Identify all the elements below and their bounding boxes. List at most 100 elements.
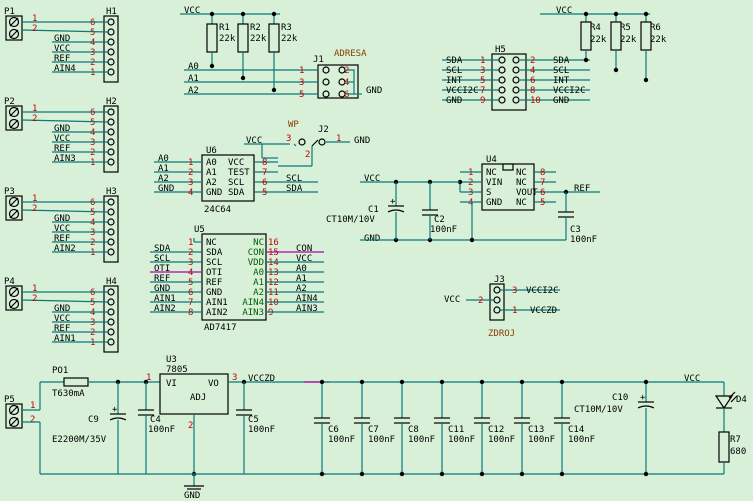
u5-right-name: VDD [248, 258, 264, 268]
plug-body [5, 285, 23, 311]
header-pin [107, 138, 115, 146]
header-pin-number: 4 [90, 218, 95, 228]
u5-left-pin: 2 [188, 248, 193, 258]
h5-pin [512, 76, 520, 84]
junction-dot [613, 11, 619, 17]
j1-pin-right: 2 [344, 66, 349, 76]
resistor-ref: R5 [620, 23, 631, 33]
u3-vo: VO [208, 379, 219, 389]
h5-right-net: INT [553, 76, 570, 86]
header-pin [107, 318, 115, 326]
header-net-label: REF [54, 324, 70, 334]
header-pin [107, 118, 115, 126]
header-pin [107, 158, 115, 166]
header-pin-number: 4 [90, 308, 95, 318]
h5-right-pin: 4 [530, 66, 535, 76]
header-pin [107, 198, 115, 206]
j2-vcc: VCC [246, 136, 262, 146]
u6-left-pin: 1 [188, 158, 193, 168]
u6-right-pin: 7 [262, 168, 267, 178]
j1-pin-left: 3 [299, 78, 304, 88]
bulk-cap-ref: C6 [328, 425, 339, 435]
bulk-cap-val: 100nF [328, 435, 355, 445]
junction-dot [583, 11, 589, 17]
header-net-label: GND [54, 124, 70, 134]
fuse-body [63, 377, 89, 387]
j3-pin [493, 286, 501, 294]
c10-curved-plate [637, 405, 655, 409]
c1-plus: + [390, 197, 396, 207]
plug-screw-slot [9, 287, 19, 297]
header-pin [107, 18, 115, 26]
wire [21, 29, 109, 33]
u6-left-net: A1 [158, 164, 169, 174]
u5-right-pin: 13 [268, 268, 279, 278]
u6-right-name: TEST [228, 168, 250, 178]
u5-left-pin: 1 [188, 238, 193, 248]
c4-ref: C4 [150, 415, 161, 425]
u5-left-net: AIN1 [154, 294, 176, 304]
header-net-label: REF [54, 54, 70, 64]
header-pin [107, 48, 115, 56]
j1-pin [338, 90, 346, 98]
u6-right-pin: 5 [262, 188, 267, 198]
header-pin [107, 128, 115, 136]
junction-dot [319, 471, 325, 477]
j1-ref: J1 [313, 55, 324, 65]
u6-body [201, 154, 255, 202]
u4-vcc: VCC [364, 174, 380, 184]
u4-left-name: S [486, 188, 491, 198]
plug-screw-slot [9, 209, 19, 219]
plug-screw-slot [9, 17, 19, 27]
header-body [103, 15, 119, 83]
resistor-ref: R1 [219, 23, 230, 33]
h5-right-net: VCCI2C [553, 86, 586, 96]
junction-dot [439, 471, 445, 477]
u6-left-name: A1 [206, 168, 217, 178]
u5-right-net: AIN4 [296, 294, 318, 304]
junction-dot [469, 237, 475, 243]
header-pin [107, 218, 115, 226]
header-pin-number: 3 [90, 318, 95, 328]
wire [21, 119, 109, 123]
u5-right-pin: 9 [268, 308, 273, 318]
u5-right-pin: 15 [268, 248, 279, 258]
p5-body [5, 403, 23, 429]
j3-net-vccd: VCCZD [530, 306, 557, 316]
u4-right-name: NC [516, 168, 527, 178]
header-pin-number: 2 [90, 238, 95, 248]
h5-pin [512, 56, 520, 64]
d4-triangle [714, 395, 734, 410]
u4-notch [502, 163, 514, 171]
plug-screw-slot [9, 119, 19, 129]
header-pin-number: 1 [90, 338, 95, 348]
u5-part: AD7417 [204, 323, 237, 333]
resistor-body [237, 23, 249, 53]
j1-pin [338, 66, 346, 74]
header-body [103, 105, 119, 173]
u5-ref: U5 [194, 225, 205, 235]
plug-pin-number: 1 [32, 14, 37, 24]
u5-right-net: A0 [296, 264, 307, 274]
c2-ref: C2 [434, 215, 445, 225]
c1-curved-plate [387, 209, 405, 213]
wire [9, 405, 19, 415]
header-pin [107, 228, 115, 236]
header-pin-number: 4 [90, 38, 95, 48]
h5-right-pin: 8 [530, 86, 535, 96]
junction-dot [271, 87, 277, 93]
j1-pin [322, 66, 330, 74]
c10-ref: C10 [612, 393, 628, 403]
plug-pin-number: 1 [32, 194, 37, 204]
u3-pin-3: 3 [232, 373, 237, 383]
resistor-value: 22k [250, 34, 267, 44]
header-ref: H4 [106, 277, 117, 287]
header-net-label: VCC [54, 314, 70, 324]
header-net-label: GND [54, 304, 70, 314]
h5-pin [498, 96, 506, 104]
u5-right-pin: 16 [268, 238, 279, 248]
header-pin [107, 68, 115, 76]
u3-pin-2: 2 [188, 421, 193, 431]
h5-left-pin: 3 [480, 66, 485, 76]
header-pin-number: 5 [90, 28, 95, 38]
